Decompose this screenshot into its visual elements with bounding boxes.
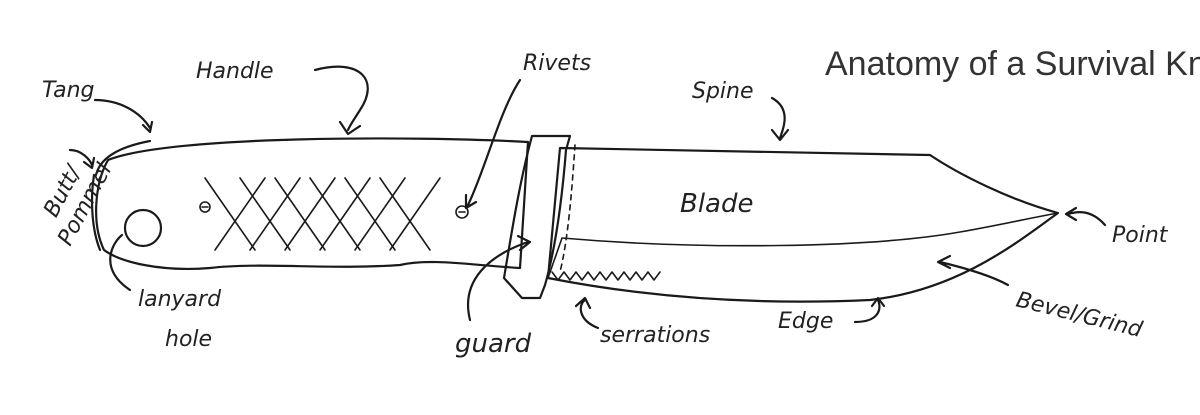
grip-crosshatch xyxy=(204,177,441,251)
butt-cap xyxy=(90,173,102,252)
label-lanyard-hole: hole xyxy=(165,327,212,352)
bevel-grind xyxy=(547,212,1059,303)
arrow-rivets xyxy=(464,78,522,210)
arrow-edge xyxy=(853,296,886,324)
arrow-bevel xyxy=(936,254,1010,287)
arrow-lanyard xyxy=(109,233,132,292)
guard-shape xyxy=(502,134,572,300)
rivet-right xyxy=(455,205,469,219)
blade-shape xyxy=(546,146,1060,303)
arrow-tang xyxy=(93,98,154,134)
arrow-butt xyxy=(68,148,96,170)
tang-line xyxy=(94,139,152,177)
label-lanyard: lanyard xyxy=(138,287,222,312)
label-point: Point xyxy=(1112,223,1169,248)
handle-shape xyxy=(95,137,530,270)
label-serrations: serrations xyxy=(600,323,710,348)
label-guard: guard xyxy=(455,329,532,359)
arrow-serrations xyxy=(574,296,600,330)
label-rivets: Rivets xyxy=(523,51,591,76)
arrow-guard xyxy=(467,234,532,322)
arrow-spine xyxy=(770,96,790,142)
arrow-point xyxy=(1064,206,1107,227)
label-spine: Spine xyxy=(692,79,754,104)
label-bevel: Bevel/Grind xyxy=(1014,288,1146,344)
label-tang: Tang xyxy=(42,78,95,103)
serrations-edge xyxy=(551,271,661,281)
arrow-handle xyxy=(313,65,369,136)
lanyard-hole xyxy=(123,208,163,248)
label-blade: Blade xyxy=(680,189,754,219)
rivet-left xyxy=(199,201,211,213)
label-edge: Edge xyxy=(778,309,833,334)
diagram-title: Anatomy of a Survival Knife xyxy=(825,45,1200,83)
label-handle: Handle xyxy=(196,59,274,84)
